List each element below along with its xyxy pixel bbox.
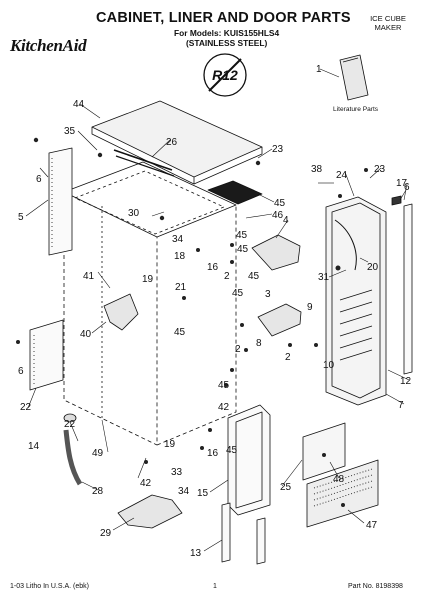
callout-1: 1 (316, 64, 322, 75)
bracket-40 (103, 293, 139, 331)
callout-18: 18 (174, 251, 186, 262)
callout-49: 49 (92, 448, 104, 459)
lower-left-panel (29, 319, 64, 391)
callout-26: 26 (166, 137, 178, 148)
callout-24: 24 (336, 170, 348, 181)
door-assembly (325, 196, 387, 406)
fasteners (16, 137, 368, 507)
r12-text: R12 (212, 67, 238, 83)
callout-3: 3 (265, 289, 271, 300)
callout-31: 31 (318, 272, 330, 283)
callout-48: 48 (333, 474, 345, 485)
callout-6-upper: 6 (36, 174, 42, 185)
callout-6-lower: 6 (18, 366, 24, 377)
product-type-line2: MAKER (374, 23, 402, 32)
callout-8: 8 (256, 338, 262, 349)
brand-logo: KitchenAid (10, 36, 87, 55)
callout-7: 7 (398, 400, 404, 411)
callout-16-bottom: 16 (207, 448, 219, 459)
spacer-strips (221, 502, 266, 565)
callout-12: 12 (400, 376, 412, 387)
callout-2-b: 2 (235, 344, 241, 355)
callout-39-b: 45 (237, 244, 249, 255)
callout-22: 22 (20, 402, 32, 413)
callout-2-c: 2 (285, 352, 291, 363)
callout-23-right: 23 (374, 164, 386, 175)
callout-30: 30 (128, 208, 140, 219)
hinge-bracket (257, 303, 302, 337)
label-plate (207, 180, 263, 205)
callout-41: 41 (83, 271, 95, 282)
callout-2-a: 2 (224, 271, 230, 282)
door-handle (391, 195, 413, 375)
leader-lines (25, 68, 410, 552)
callout-33: 33 (171, 467, 183, 478)
callout-42-a: 42 (218, 402, 230, 413)
models-line: For Models: KUIS155HLS4 (174, 28, 280, 38)
callout-22-b: 22 (64, 419, 76, 430)
callout-40: 40 (80, 329, 92, 340)
callout-44: 44 (73, 99, 85, 110)
cabinet-liner (63, 161, 237, 446)
callout-39-g: 45 (226, 445, 238, 456)
callout-17: 17 (396, 178, 408, 189)
callout-19-bottom: 19 (164, 439, 176, 450)
no-r12-icon: R12 (203, 53, 247, 97)
callout-35: 35 (64, 126, 76, 137)
callout-47: 47 (366, 520, 378, 531)
callout-15: 15 (197, 488, 209, 499)
page-title: CABINET, LINER AND DOOR PARTS (96, 10, 351, 26)
callout-34-bottom: 34 (178, 486, 190, 497)
side-panel-left (48, 147, 73, 256)
literature-parts-label: Literature Parts (333, 106, 379, 113)
footer-page-number: 1 (213, 583, 217, 590)
finish-line: (STAINLESS STEEL) (186, 38, 268, 48)
foot-pedal (117, 494, 183, 529)
callout-39-f: 45 (218, 380, 230, 391)
callout-19-top: 19 (142, 274, 154, 285)
product-type-line1: ICE CUBE (370, 14, 406, 23)
callout-28: 28 (92, 486, 104, 497)
literature-booklet (339, 54, 369, 101)
callout-21: 21 (175, 282, 187, 293)
callout-34-top: 34 (172, 234, 184, 245)
callout-13: 13 (190, 548, 202, 559)
callout-10: 10 (323, 360, 335, 371)
footer-part-number: Part No. 8198398 (348, 583, 403, 590)
kick-plate (306, 459, 379, 528)
footer-litho: 1-03 Litho In U.S.A. (ebk) (10, 583, 89, 590)
callout-23-top: 23 (272, 144, 284, 155)
product-type-label: ICE CUBE MAKER (363, 14, 413, 32)
callout-9: 9 (307, 302, 313, 313)
callout-6-right: 6 (404, 182, 410, 193)
callout-39-a: 45 (236, 230, 248, 241)
callout-42-b: 42 (140, 478, 152, 489)
callout-39-d: 45 (232, 288, 244, 299)
callout-16-top: 16 (207, 262, 219, 273)
callout-4: 4 (283, 215, 289, 226)
callout-14: 14 (28, 441, 40, 452)
callout-45: 45 (274, 198, 286, 209)
callout-25: 25 (280, 482, 292, 493)
access-panel (302, 422, 346, 481)
callout-39-c: 45 (248, 271, 260, 282)
callout-39-e: 45 (174, 327, 186, 338)
cabinet-top (91, 100, 263, 185)
callout-46: 46 (272, 210, 284, 221)
callout-5: 5 (18, 212, 24, 223)
callout-29: 29 (100, 528, 112, 539)
callout-38: 38 (311, 164, 323, 175)
ice-chute-bracket (251, 234, 301, 271)
drain-tube (63, 429, 83, 486)
callout-20: 20 (367, 262, 379, 273)
